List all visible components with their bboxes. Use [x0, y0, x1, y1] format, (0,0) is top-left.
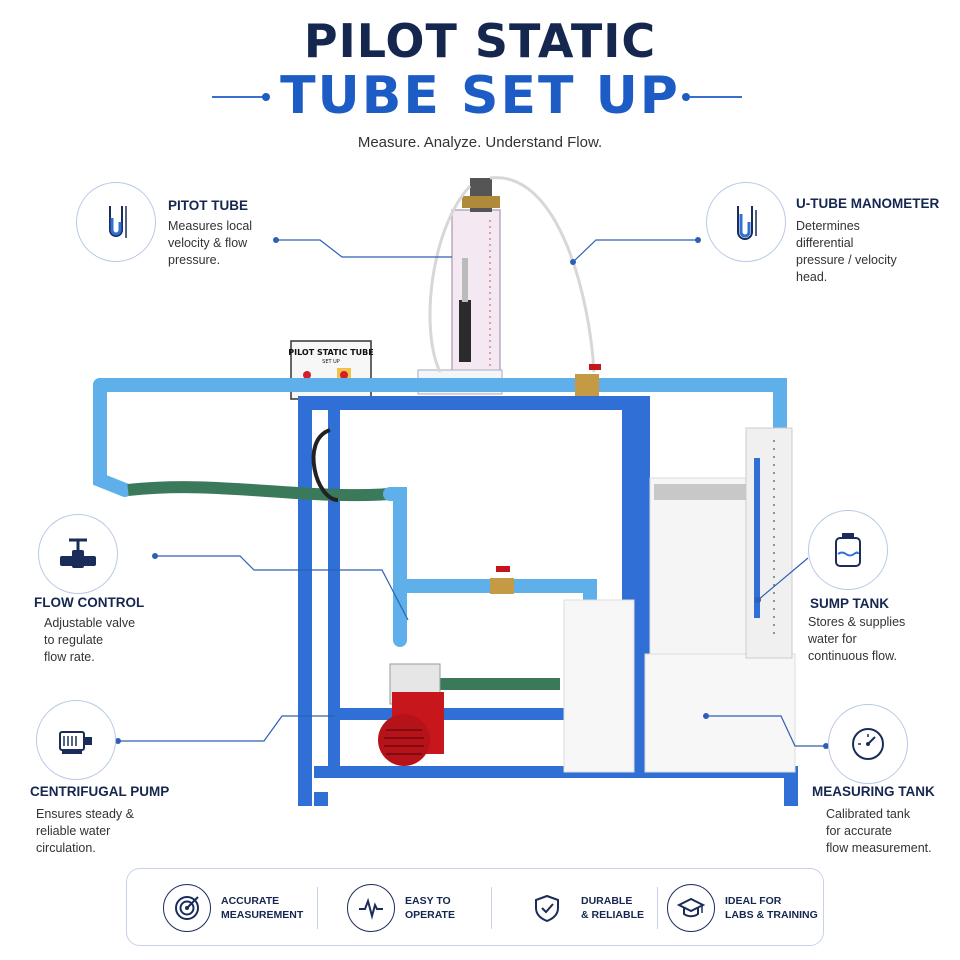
benefit-1-line2: MEASUREMENT [221, 909, 304, 921]
sump-tank-desc: Stores & supplies water for continuous f… [808, 615, 906, 663]
manometer-icon-circle [706, 182, 786, 262]
gauge-icon-circle [828, 704, 908, 784]
target-icon [163, 884, 211, 932]
valve-icon-circle [38, 514, 118, 594]
benefit-durable-reliable: DURABLE & RELIABLE [523, 881, 644, 935]
benefit-4-line2: LABS & TRAINING [725, 909, 818, 921]
benefit-3-line2: & RELIABLE [581, 909, 644, 921]
sump-tank-title: SUMP TANK [810, 596, 890, 611]
stand-frame [298, 396, 798, 806]
pulse-icon [347, 884, 395, 932]
benefit-accurate-measurement: ACCURATE MEASUREMENT [163, 881, 303, 935]
tank-icon-circle [808, 510, 888, 590]
panel-subtitle: SET UP [322, 359, 340, 365]
pump-title: CENTRIFUGAL PUMP [30, 784, 170, 799]
page-title-line-1: PILOT STATIC [303, 14, 657, 68]
benefits-bar: ACCURATE MEASUREMENT EASY TO OPERATE DUR… [126, 868, 824, 946]
benefit-1-line1: ACCURATE [221, 895, 280, 907]
manometer-title: U-TUBE MANOMETER [796, 196, 940, 211]
tank-icon [835, 533, 861, 567]
benefit-easy-to-operate: EASY TO OPERATE [347, 881, 455, 935]
title-divider-right [690, 96, 742, 98]
control-panel: PILOT STATIC TUBE SET UP [288, 340, 374, 400]
flow-control-title: FLOW CONTROL [34, 595, 145, 610]
valve-icon [60, 538, 96, 568]
inner-pipes [383, 487, 627, 647]
title-divider-left-dot [262, 93, 270, 101]
hoses [127, 428, 560, 690]
manometer-icon [737, 206, 757, 240]
benefit-2-line2: OPERATE [405, 909, 455, 921]
callout-dots [115, 237, 829, 749]
measuring-tank-title: MEASURING TANK [812, 784, 935, 799]
pitot-tube-assembly [417, 176, 596, 395]
centrifugal-pump [378, 663, 444, 766]
shield-check-icon [523, 884, 571, 932]
pitot-tube-icon [109, 206, 127, 238]
flow-control-desc: Adjustable valve to regulate flow rate. [44, 616, 136, 664]
gauge-icon [852, 728, 884, 760]
benefit-3-line1: DURABLE [581, 895, 633, 907]
pump-icon [59, 731, 92, 754]
panel-title: PILOT STATIC TUBE [288, 348, 373, 357]
pump-desc: Ensures steady & reliable water circulat… [36, 807, 134, 855]
benefit-2-line1: EASY TO [405, 895, 451, 907]
page-title-line-2: TUBE SET UP [280, 66, 680, 126]
title-divider-right-dot [682, 93, 690, 101]
top-pipe [93, 364, 787, 497]
benefit-separator [491, 887, 492, 929]
title-divider-left [212, 96, 264, 98]
tagline: Measure. Analyze. Understand Flow. [357, 134, 603, 151]
pitot-tube-title: PITOT TUBE [168, 198, 249, 213]
benefit-separator [657, 887, 658, 929]
measuring-tank-desc: Calibrated tank for accurate flow measur… [826, 807, 932, 855]
pump-icon-circle [36, 700, 116, 780]
pitot-tube-desc: Measures local velocity & flow pressure. [168, 219, 253, 267]
benefit-separator [317, 887, 318, 929]
benefit-ideal-for-labs: IDEAL FOR LABS & TRAINING [667, 881, 818, 935]
callout-connectors [118, 239, 826, 747]
graduation-cap-icon [667, 884, 715, 932]
tanks [563, 427, 796, 773]
benefit-4-line1: IDEAL FOR [725, 895, 782, 907]
manometer-desc: Determines differential pressure / veloc… [796, 219, 897, 284]
pitot-tube-icon-circle [76, 182, 156, 262]
